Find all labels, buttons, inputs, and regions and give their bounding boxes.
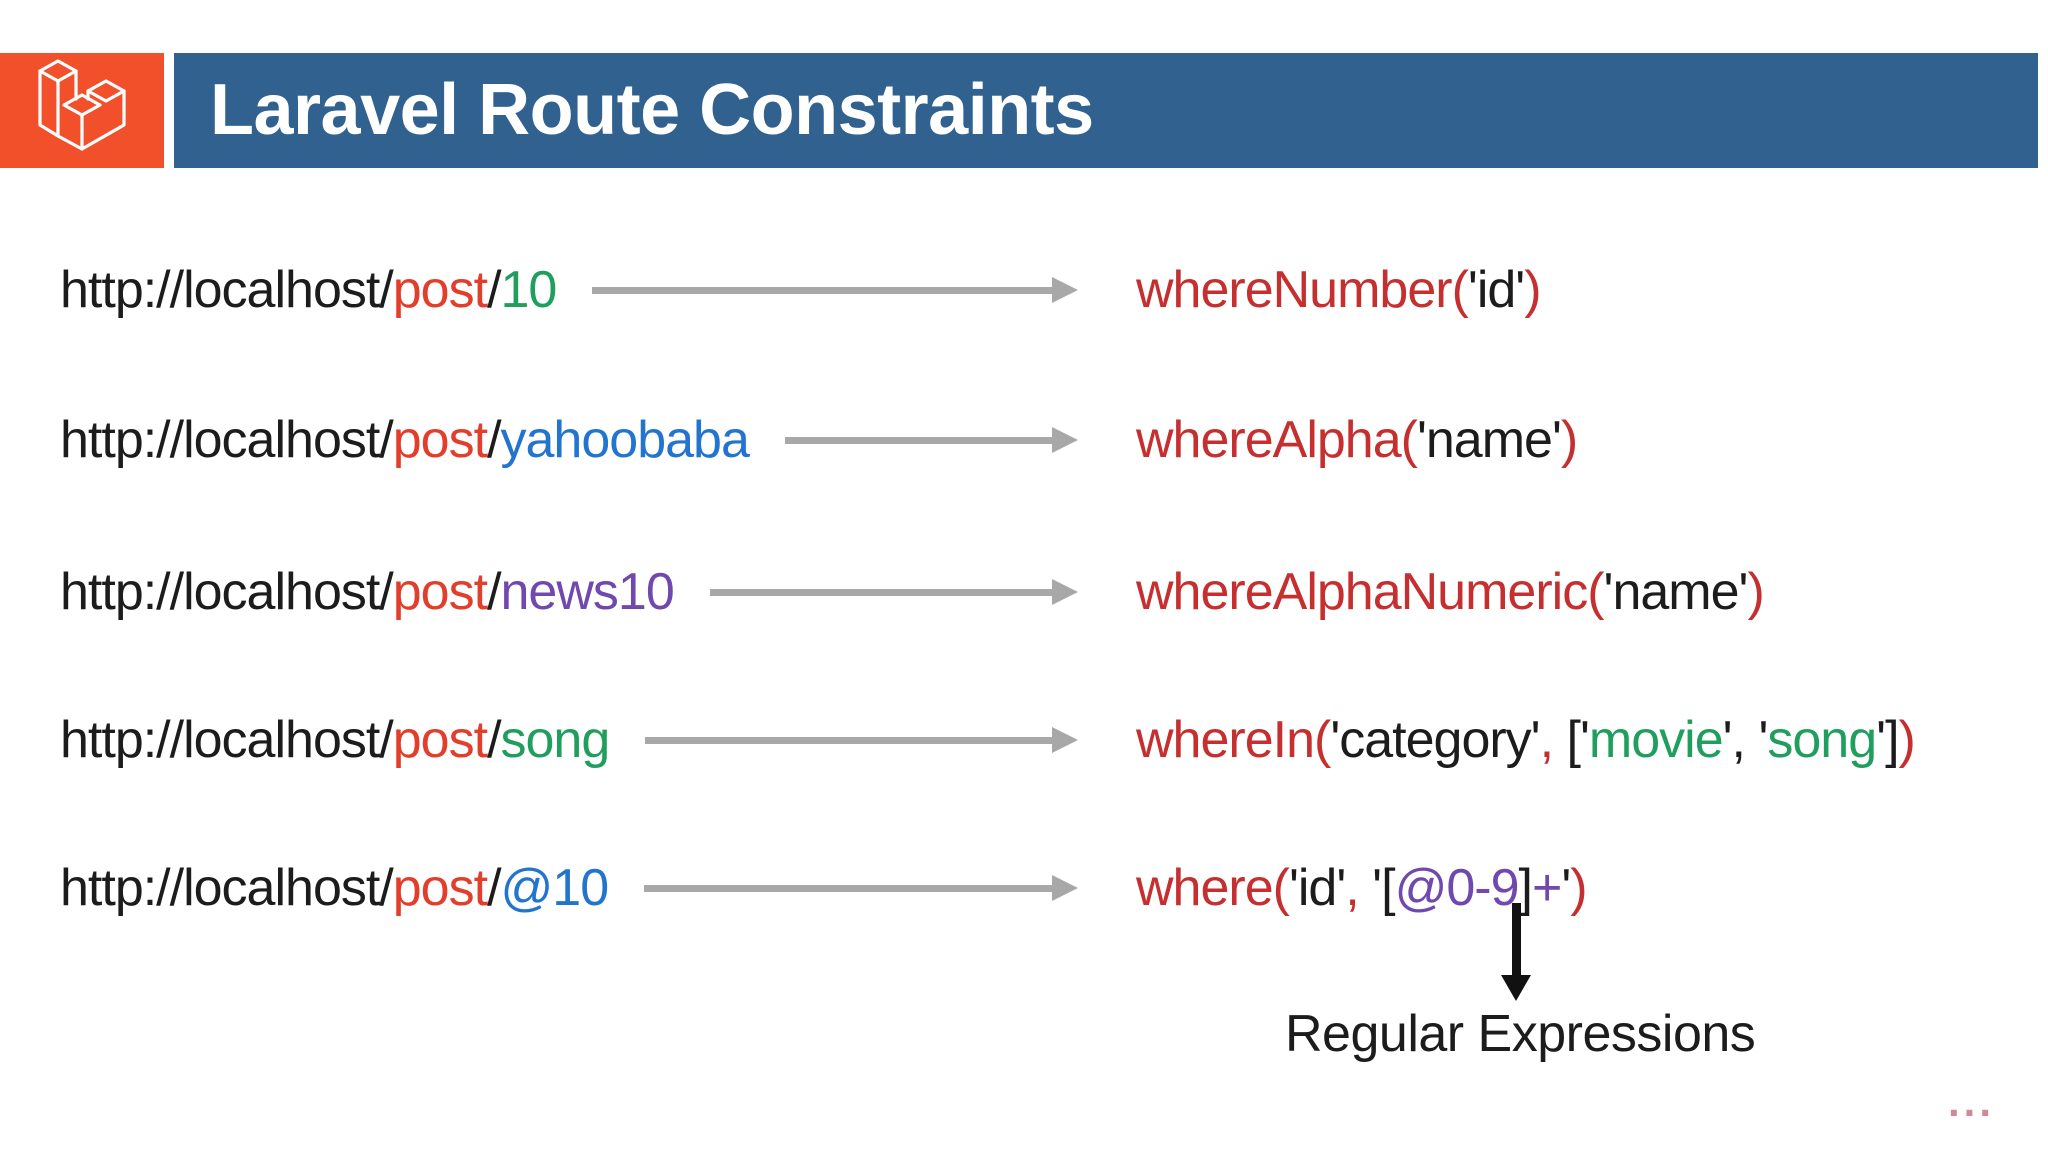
route-url: http://localhost/post/@10 xyxy=(60,852,610,924)
url-segment: post xyxy=(392,411,488,469)
code-segment: 'name' xyxy=(1416,411,1562,469)
code-segment: 'name' xyxy=(1603,563,1749,621)
route-url: http://localhost/post/yahoobaba xyxy=(60,404,750,476)
code-segment: + xyxy=(1531,859,1562,917)
code-segment: ] xyxy=(1518,859,1533,917)
ellipsis-indicator: ... xyxy=(1948,1078,1996,1125)
code-segment: ) xyxy=(1560,411,1578,469)
regex-annotation: Regular Expressions xyxy=(1285,1005,1756,1063)
code-segment: '] xyxy=(1876,711,1899,769)
code-segment: ) xyxy=(1747,563,1764,621)
code-segment: whereNumber( xyxy=(1136,261,1469,319)
url-segment: http://localhost/ xyxy=(60,411,394,469)
page-title: Laravel Route Constraints xyxy=(210,70,1094,150)
route-url: http://localhost/post/news10 xyxy=(60,556,675,628)
url-segment: yahoobaba xyxy=(500,411,750,469)
route-row: http://localhost/post/10 whereNumber('id'… xyxy=(60,254,1542,326)
title-bar: Laravel Route Constraints xyxy=(174,53,2038,168)
url-segment: 10 xyxy=(500,261,558,319)
route-url: http://localhost/post/song xyxy=(60,704,611,776)
code-segment: whereAlpha( xyxy=(1136,411,1418,469)
constraint-code: whereNumber('id') xyxy=(1136,254,1542,326)
url-segment: http://localhost/ xyxy=(60,711,394,769)
url-segment: news10 xyxy=(500,563,675,621)
route-row: http://localhost/post/news10 whereAlphaNu… xyxy=(60,556,1765,628)
arrow-right-icon xyxy=(784,427,1078,453)
code-segment: '[ xyxy=(1358,859,1395,917)
url-segment: post xyxy=(392,563,488,621)
arrow-right-icon xyxy=(645,727,1078,753)
code-segment: ) xyxy=(1898,711,1916,769)
code-segment: 'category' xyxy=(1330,711,1540,769)
constraint-code: whereIn('category', ['movie', 'song']) xyxy=(1136,704,1916,776)
code-segment: , xyxy=(1345,859,1359,917)
code-segment: whereAlphaNumeric( xyxy=(1136,563,1605,621)
code-segment: song xyxy=(1767,711,1877,769)
url-segment: / xyxy=(487,261,501,319)
url-segment: http://localhost/ xyxy=(60,563,394,621)
constraint-code: whereAlpha('name') xyxy=(1136,404,1578,476)
url-segment: / xyxy=(487,563,501,621)
url-segment: http://localhost/ xyxy=(60,261,394,319)
code-segment: ' xyxy=(1561,859,1571,917)
code-segment: movie xyxy=(1588,711,1724,769)
url-segment: song xyxy=(500,711,611,769)
url-segment: / xyxy=(487,711,501,769)
code-segment: ) xyxy=(1570,859,1587,917)
code-segment: ) xyxy=(1524,261,1541,319)
code-segment: 'id' xyxy=(1467,261,1525,319)
url-segment: post xyxy=(392,261,488,319)
url-segment: / xyxy=(487,411,501,469)
url-segment: post xyxy=(392,711,488,769)
code-segment: where( xyxy=(1136,859,1290,917)
route-url: http://localhost/post/10 xyxy=(60,254,558,326)
arrow-right-icon xyxy=(592,277,1078,303)
code-segment: , xyxy=(1539,711,1554,769)
constraint-code: whereAlphaNumeric('name') xyxy=(1136,556,1765,628)
route-row: http://localhost/post/yahoobaba whereAlph… xyxy=(60,404,1578,476)
code-segment: [' xyxy=(1553,711,1590,769)
arrow-right-icon xyxy=(709,579,1078,605)
code-segment: whereIn( xyxy=(1136,711,1331,769)
url-segment: / xyxy=(487,859,501,917)
url-segment: http://localhost/ xyxy=(60,859,394,917)
laravel-logo xyxy=(0,53,164,168)
arrow-down-icon xyxy=(1501,903,1531,1001)
code-segment: @0-9 xyxy=(1394,859,1520,917)
laravel-logo-icon xyxy=(38,58,126,151)
url-segment: post xyxy=(392,859,488,917)
code-segment: ', ' xyxy=(1722,711,1769,769)
arrow-right-icon xyxy=(644,875,1078,901)
url-segment: @10 xyxy=(500,859,610,917)
code-segment: 'id' xyxy=(1288,859,1346,917)
constraint-code: where('id', '[@0-9]+') xyxy=(1136,852,1588,924)
